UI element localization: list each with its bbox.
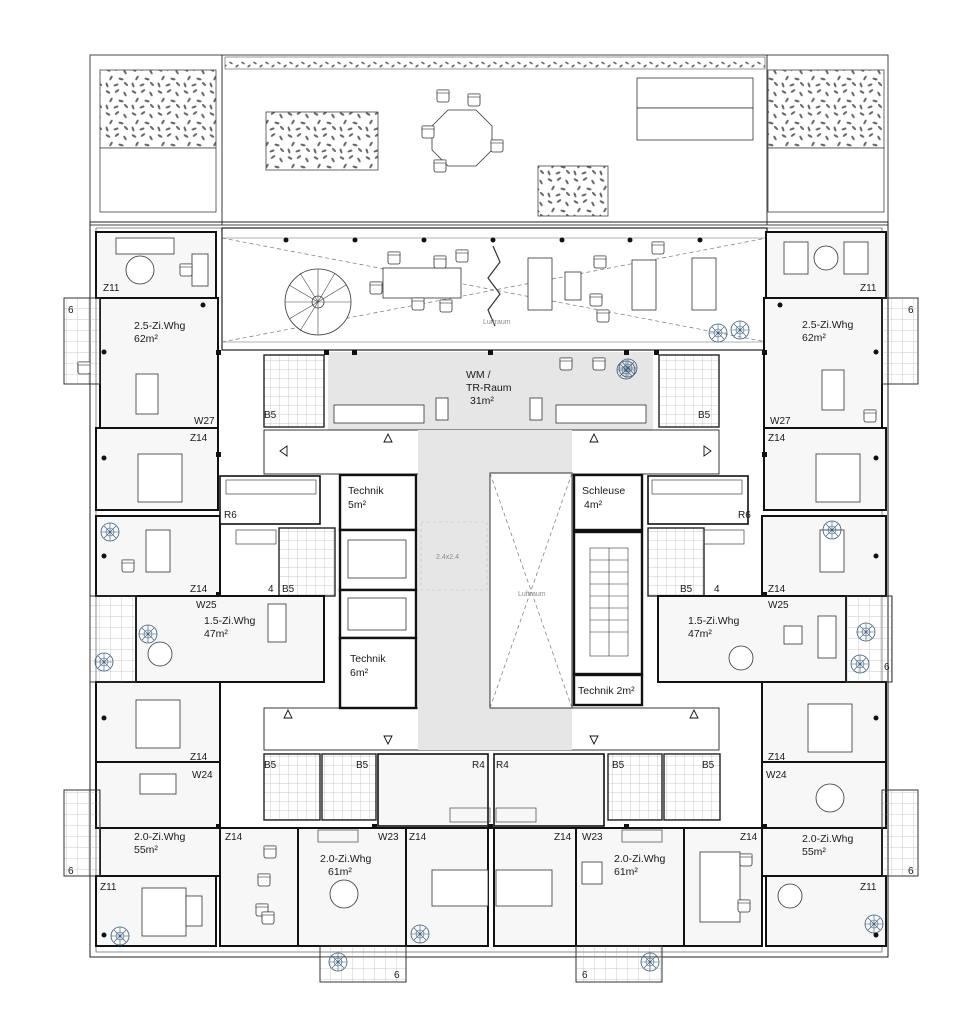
furniture [77,237,877,937]
balconies [63,297,919,983]
tag-z14-r3: Z14 [768,752,786,763]
apt-15-left-type: 1.5-Zi.Whg [204,615,256,627]
tag-b5-l3: B5 [264,760,277,771]
tag-6-l2: 6 [68,866,74,877]
tag-b5-r4: B5 [702,760,715,771]
schleuse-area: 4m² [584,499,603,511]
technik-small-label: Technik 2m² [578,685,635,697]
tag-b5-l1: B5 [264,410,277,421]
tag-z14-r2: Z14 [768,584,786,595]
tag-b5-r2: B5 [680,584,693,595]
columns [101,302,879,938]
tag-6-r3: 6 [908,866,914,877]
tag-6-r2: 6 [884,662,890,673]
tag-z11-bl: Z11 [100,882,117,893]
schleuse-label: Schleuse [582,485,625,497]
tag-6-bottom-left: 6 [394,970,400,981]
apt-25-right-area: 62m² [802,332,826,344]
apt-20-left-type: 2.0-Zi.Whg [134,831,186,843]
tag-6-l1: 6 [68,305,74,316]
apt-20-left-area: 55m² [134,844,158,856]
tag-z14-r5: Z14 [554,832,572,843]
tag-b5-l4: B5 [356,760,369,771]
technik-right-column: Schleuse 4m² Technik 2m² [572,473,644,707]
apt-20-br-type: 2.0-Zi.Whg [614,853,666,865]
technik-bottom-label: Technik [350,653,386,665]
tag-z14-l3: Z14 [190,752,208,763]
tag-w23-right: W23 [582,832,603,843]
apt-25-left-type: 2.5-Zi.Whg [134,320,186,332]
apt-20-br-area: 61m² [614,866,638,878]
tag-z14-l1: Z14 [190,433,208,444]
tag-4-left: 4 [268,584,274,595]
tag-w25-right: W25 [768,600,789,611]
lift-dim-label: 2.4x2.4 [436,554,459,561]
tag-r4-left: R4 [472,760,485,771]
core-void-label: Luftraum [518,591,546,598]
tag-r4-right: R4 [496,760,509,771]
apt-25-right-type: 2.5-Zi.Whg [802,319,854,331]
apt-25-left-area: 62m² [134,333,158,345]
apt-20-right-area: 55m² [802,846,826,858]
tag-6-bottom-right: 6 [582,970,588,981]
wm-room-label: WM / [466,369,491,381]
tag-r6-right: R6 [738,510,751,521]
tag-w24-left: W24 [192,770,213,781]
tag-b5-l2: B5 [282,584,295,595]
technik-top-label: Technik [348,485,384,497]
tag-6-r1: 6 [908,305,914,316]
apt-15-right-area: 47m² [688,628,712,640]
tag-z14-r1: Z14 [768,433,786,444]
central-corridor: 2.4x2.4 Luftraum WM / TR-Raum 31m² [263,352,720,751]
apt-15-left-area: 47m² [204,628,228,640]
tag-z11-tl: Z11 [103,283,120,294]
tag-z14-l2: Z14 [190,584,208,595]
gallery-void-label: Luftraum [483,319,511,326]
tag-z11-tr: Z11 [860,283,877,294]
technik-top-area: 5m² [348,499,367,511]
tr-room-label: TR-Raum [466,382,512,394]
tag-w24-right: W24 [766,770,787,781]
upper-gallery: Luftraum [221,227,768,351]
apt-20-bl-type: 2.0-Zi.Whg [320,853,372,865]
tag-b5-r3: B5 [612,760,625,771]
tag-4-right: 4 [714,584,720,595]
bathrooms [263,354,721,821]
roof-terrace [89,54,889,226]
tag-r6-left: R6 [224,510,237,521]
tag-z14-r4: Z14 [740,832,758,843]
tag-w25-left: W25 [196,600,217,611]
tag-z14-l5: Z14 [409,832,427,843]
tag-z14-l4: Z14 [225,832,243,843]
tag-b5-r1: B5 [698,410,711,421]
apt-20-right-type: 2.0-Zi.Whg [802,833,854,845]
apt-20-bl-area: 61m² [328,866,352,878]
wm-room-area: 31m² [470,395,494,407]
tag-w23-left: W23 [378,832,399,843]
tag-w27-left: W27 [194,416,215,427]
tag-w27-right: W27 [770,416,791,427]
technik-left-column: Technik 5m² Technik 6m² [338,473,418,710]
tag-z11-br: Z11 [860,882,877,893]
technik-bottom-area: 6m² [350,667,369,679]
apt-15-right-type: 1.5-Zi.Whg [688,615,740,627]
